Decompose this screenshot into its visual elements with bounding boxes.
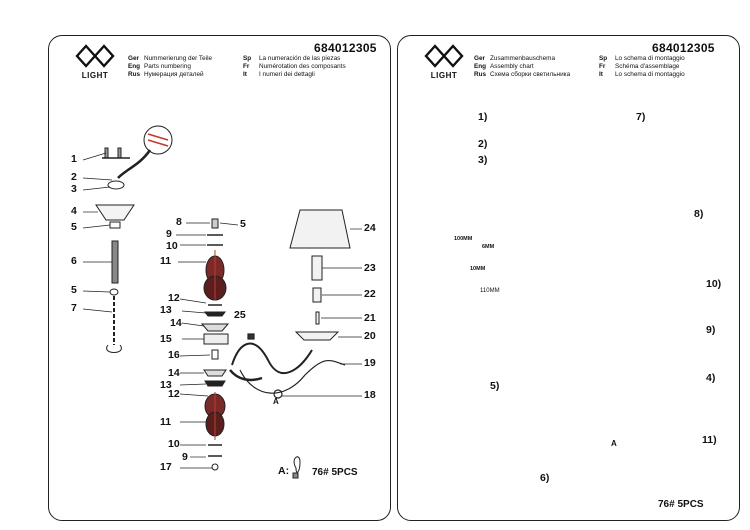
part-label-14b: 14 [168,367,180,379]
part-label-6: 6 [71,255,77,267]
part-label-3: 3 [71,183,77,195]
part-label-9: 9 [166,228,172,240]
step-label-7: 7) [636,111,646,123]
dimension-label-6mm: 6MM [482,244,495,250]
part-label-18: 18 [364,389,376,401]
part-label-8: 8 [176,216,182,228]
part-label-24: 24 [364,222,376,234]
part-label-5b: 5 [71,284,77,296]
model-number-right: 684012305 [652,41,715,55]
part-label-19: 19 [364,357,376,369]
step-label-4: 4) [706,372,716,384]
ground-wire-detail [143,125,173,155]
dimension-label-110mm: 110MM [480,288,500,294]
part-label-12b: 12 [168,388,180,400]
step-label-9: 9) [706,324,716,336]
dimension-label-100mm: 100MM [454,236,473,242]
part-label-10: 10 [166,240,178,252]
assembly-chart-sheet [397,35,740,521]
part-label-16: 16 [168,349,180,361]
logo-icon [75,44,115,68]
part-label-4: 4 [71,205,77,217]
part-label-2: 2 [71,171,77,183]
part-label-12: 12 [168,292,180,304]
brand-logo-right: LIGHT [422,43,466,83]
brand-logo: LIGHT [73,43,117,83]
step-label-11: 11) [702,434,717,446]
part-label-21: 21 [364,312,376,324]
step-label-3: 3) [478,154,488,166]
part-label-7: 7 [71,302,77,314]
step-label-a: A [611,439,617,448]
part-label-13: 13 [160,304,172,316]
part-label-23: 23 [364,262,376,274]
part-label-11: 11 [160,255,172,267]
step-label-10: 10) [706,278,722,290]
part-label-20: 20 [364,330,376,342]
part-label-22: 22 [364,288,376,300]
bulb-note-text-right: 76# 5PCS [658,499,704,510]
step-label-5: 5) [490,380,500,392]
bulb-note-text: 76# 5PCS [312,467,358,478]
logo-icon [424,44,464,68]
step-label-8: 8) [694,208,704,220]
part-label-11b: 11 [160,416,172,428]
part-label-13b: 13 [160,379,172,391]
part-label-25: 25 [234,309,246,321]
part-label-14: 14 [170,317,182,329]
part-label-15: 15 [160,333,172,345]
bulb-note-prefix: A: [278,465,290,477]
logo-text: LIGHT [430,71,458,80]
part-label-1: 1 [71,153,77,165]
step-label-2: 2) [478,138,488,150]
part-label-10b: 10 [168,438,180,450]
step-label-1: 1) [478,111,488,123]
model-number: 684012305 [314,41,377,55]
part-label-a: A [273,397,279,406]
part-label-5: 5 [71,221,77,233]
part-label-5c: 5 [240,218,246,230]
dimension-label-10mm: 10MM [470,266,486,272]
logo-text: LIGHT [81,71,109,80]
part-label-17: 17 [160,461,172,473]
step-label-6: 6) [540,472,550,484]
part-label-9b: 9 [182,451,188,463]
